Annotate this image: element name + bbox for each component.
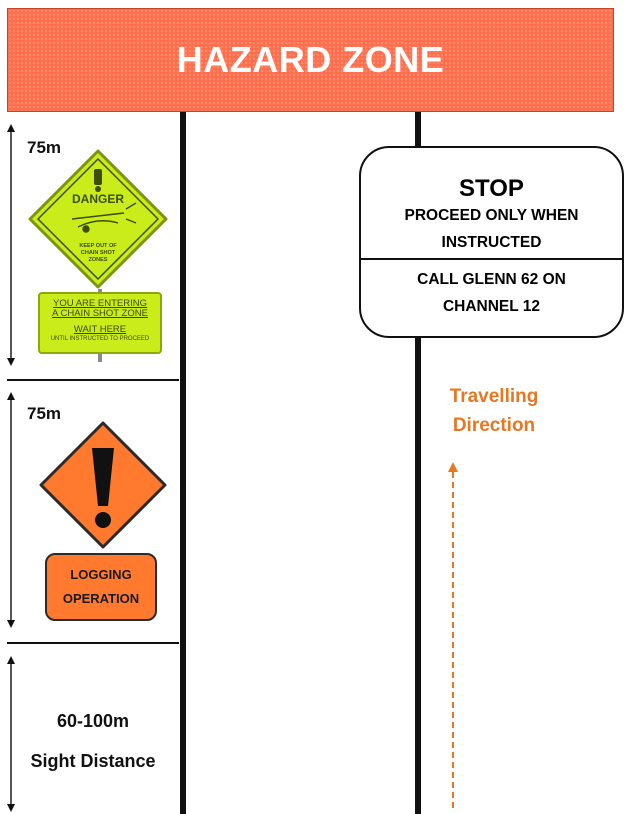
entry-panel-line: A CHAIN SHOT ZONE	[52, 308, 148, 319]
logging-plate-line: OPERATION	[62, 591, 140, 606]
travelling-direction-label: Travelling Direction	[432, 382, 556, 440]
travel-line: Direction	[452, 415, 536, 436]
chain-shot-icon	[71, 202, 137, 233]
travel-line: Travelling	[449, 386, 539, 407]
road-left-edge	[180, 112, 186, 814]
logging-plate-line: LOGGING	[70, 567, 132, 582]
danger-subline: ZONES	[89, 257, 108, 263]
logging-operation-plate: LOGGING OPERATION	[45, 553, 157, 621]
sight-distance-value: 60-100m	[56, 711, 130, 731]
entry-panel-line: UNTIL INSTRUCTED TO PROCEED	[50, 336, 150, 342]
danger-subline: CHAIN SHOT	[81, 250, 116, 256]
distance-label: 75m	[27, 138, 62, 157]
entry-panel-line: WAIT HERE	[73, 324, 127, 335]
stop-line: PROCEED ONLY WHEN	[404, 207, 579, 224]
banner-title: HAZARD ZONE	[176, 39, 445, 80]
danger-heading: DANGER	[72, 192, 124, 206]
stop-line: INSTRUCTED	[441, 234, 542, 251]
danger-subline: KEEP OUT OF	[79, 243, 117, 249]
chain-shot-entry-panel: YOU ARE ENTERING A CHAIN SHOT ZONE WAIT …	[38, 292, 162, 354]
sight-distance-label: Sight Distance	[30, 751, 156, 771]
stop-sign-top: STOP PROCEED ONLY WHEN INSTRUCTED	[361, 148, 622, 260]
danger-chain-shot-sign: DANGER KEEP OUT OF CHAIN SHOT ZONES	[28, 149, 168, 289]
hazard-zone-banner: HAZARD ZONE	[7, 8, 614, 112]
sign-post	[98, 354, 102, 362]
zone-divider	[7, 379, 179, 381]
stop-sign: STOP PROCEED ONLY WHEN INSTRUCTED CALL G…	[359, 146, 624, 338]
stop-title: STOP	[459, 175, 524, 202]
stop-sign-bottom: CALL GLENN 62 ON CHANNEL 12	[361, 260, 622, 320]
stop-line: CALL GLENN 62 ON	[417, 271, 566, 288]
orange-warning-sign	[39, 421, 167, 549]
entry-panel-line: YOU ARE ENTERING	[53, 298, 147, 309]
travel-direction-arrow	[448, 462, 458, 808]
road-right-edge	[415, 112, 421, 814]
distance-arrow	[7, 392, 15, 628]
distance-arrow	[7, 124, 15, 366]
exclamation-icon	[94, 169, 102, 192]
distance-label: 75m	[27, 404, 62, 423]
zone-divider	[7, 642, 179, 644]
distance-arrow	[7, 656, 15, 812]
stop-line: CHANNEL 12	[442, 298, 541, 315]
exclamation-icon	[92, 448, 114, 528]
